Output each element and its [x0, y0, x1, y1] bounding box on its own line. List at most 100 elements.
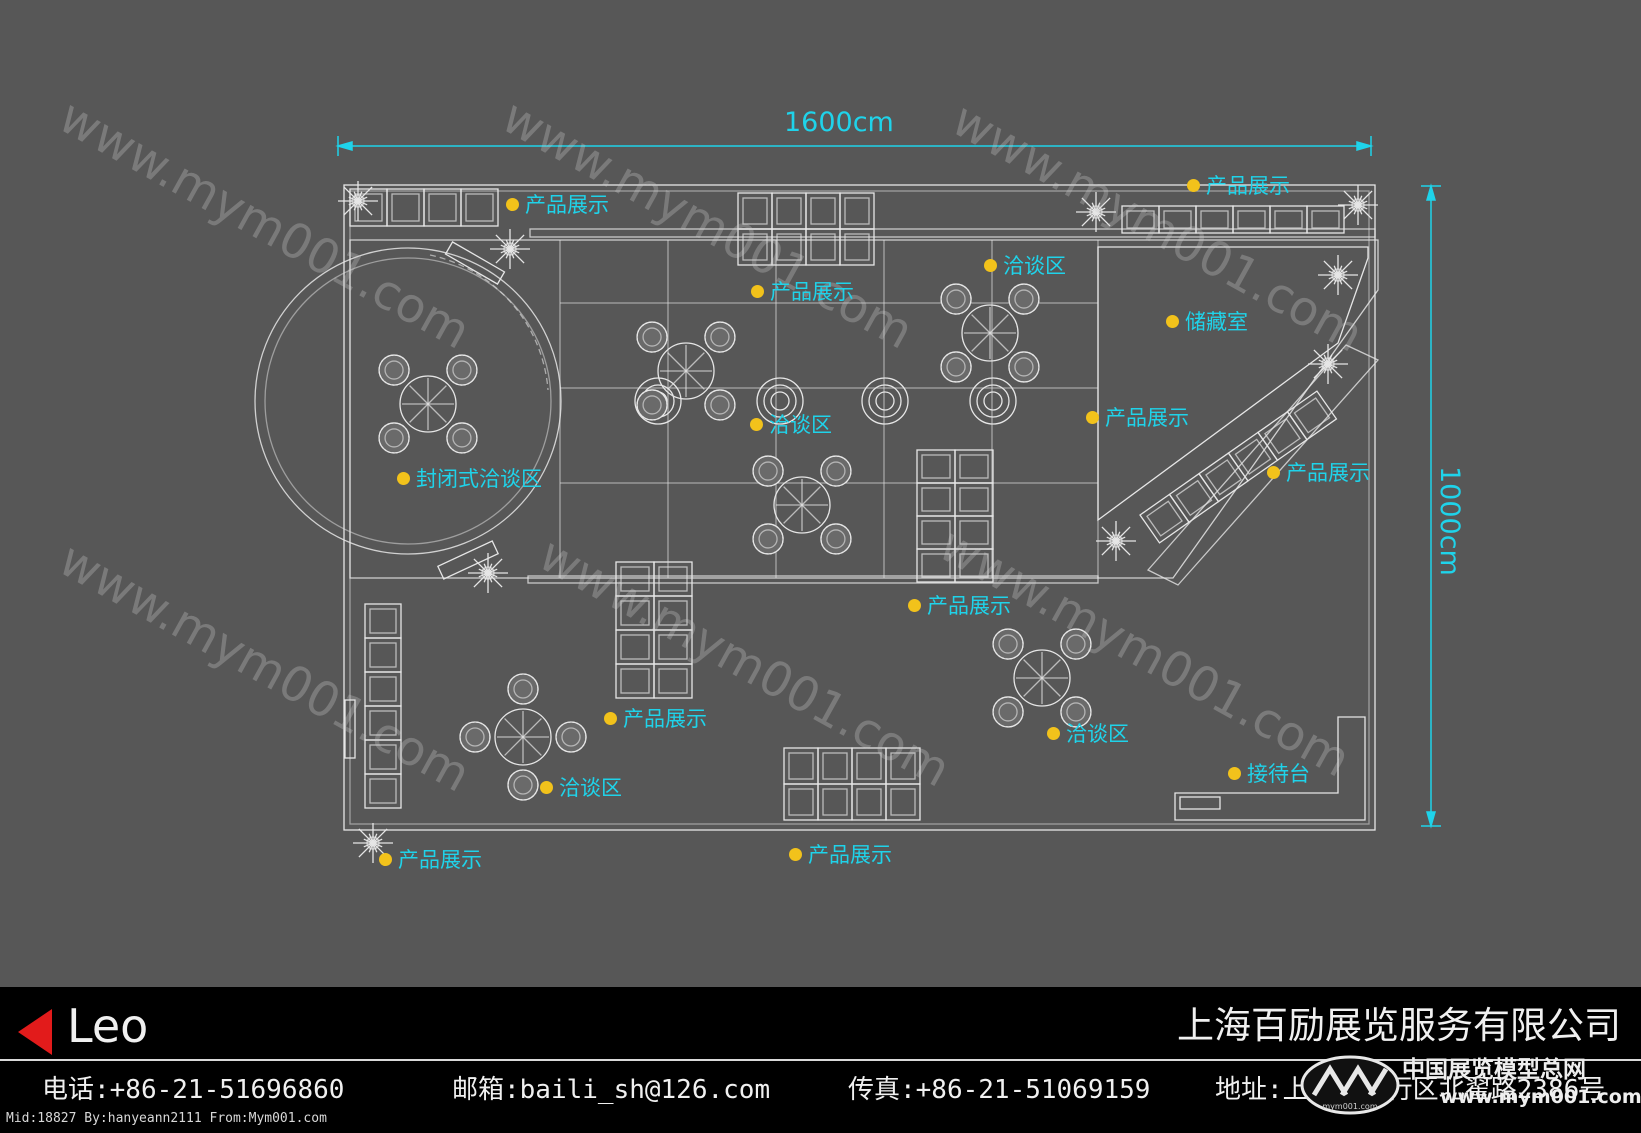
chair: [820, 455, 852, 487]
label-negotiation-top-right: 洽谈区: [984, 256, 1066, 277]
plant-icon: [1076, 192, 1116, 232]
footer-divider: [0, 1059, 1641, 1061]
left-wall-post: [344, 699, 356, 759]
chair: [555, 721, 587, 753]
chair: [752, 455, 784, 487]
reception-desk: [1174, 716, 1366, 821]
chair: [1008, 283, 1040, 315]
chair: [752, 523, 784, 555]
label-dot: [751, 284, 764, 298]
label-storage: 储藏室: [1166, 312, 1248, 333]
chair: [636, 389, 668, 421]
chair: [704, 321, 736, 353]
plant-icon: [338, 181, 378, 221]
brand-url[interactable]: www.mym001.com: [1440, 1086, 1641, 1108]
logo-text: mym001.com: [1322, 1102, 1377, 1111]
table-set-center-upper: [636, 321, 736, 421]
label-dot: [397, 471, 410, 485]
label-display-bottom-center: 产品展示: [789, 845, 892, 866]
chair: [1060, 628, 1092, 660]
chair: [992, 628, 1024, 660]
floor-plan: [254, 136, 1441, 863]
chair: [1060, 696, 1092, 728]
label-dot: [908, 598, 921, 612]
chair: [459, 721, 491, 753]
upper-platform: [349, 239, 1379, 579]
label-dot: [1166, 314, 1179, 328]
label-dot: [750, 417, 763, 431]
display-cabinet-diagonal: [1139, 390, 1338, 544]
chair: [704, 389, 736, 421]
display-cabinet-left-wall: [364, 603, 402, 809]
plant-icon: [1096, 521, 1136, 561]
enclosed-room: [254, 247, 562, 555]
model-meta: Mid:18827 By:hanyeann2111 From:Mym001.co…: [6, 1111, 327, 1126]
chair: [446, 422, 478, 454]
chair: [940, 351, 972, 383]
plant-icon: [1338, 185, 1378, 225]
counter-left-top: [444, 241, 506, 285]
fax: 传真:+86-21-51069159: [848, 1075, 1151, 1105]
label-display-middle: 产品展示: [908, 596, 1011, 617]
chair: [1008, 351, 1040, 383]
middle-rail: [527, 575, 1099, 584]
label-reception: 接待台: [1228, 764, 1310, 785]
label-enclosed-negotiation: 封闭式洽谈区: [397, 469, 542, 490]
reception-counter: [1179, 796, 1221, 810]
chair: [446, 354, 478, 386]
label-dot: [984, 258, 997, 272]
label-negotiation-lower-right: 洽谈区: [1047, 724, 1129, 745]
phone: 电话:+86-21-51696860: [42, 1075, 345, 1105]
footer-bar: Leo 上海百励展览服务有限公司 电话:+86-21-51696860 邮箱:b…: [0, 987, 1641, 1133]
back-arrow-icon[interactable]: [18, 1009, 52, 1055]
label-display-top-center: 产品展示: [751, 282, 854, 303]
label-display-lower-left: 产品展示: [604, 709, 707, 730]
label-dot: [789, 847, 802, 861]
email: 邮箱:baili_sh@126.com: [452, 1075, 771, 1105]
mym001-logo-icon: mym001.com: [1300, 1055, 1400, 1115]
label-display-bottom-left: 产品展示: [379, 850, 482, 871]
table-set-lower-left: [459, 673, 587, 801]
display-cabinet-top-left: [349, 188, 499, 227]
label-dot: [506, 197, 519, 211]
display-cabinet-bottom-center: [783, 747, 921, 821]
table-set-center-lower: [752, 455, 852, 555]
table-set-lower-right: [992, 628, 1092, 728]
label-display-top-left: 产品展示: [506, 195, 609, 216]
height-dimension-line: [1421, 183, 1441, 829]
address: 地址:上海市闵行区北翟路2386号: [1215, 1075, 1606, 1105]
booth-outline: [343, 184, 1376, 831]
display-cabinet-top-center: [737, 192, 875, 266]
width-dimension-line: [335, 136, 1374, 156]
label-display-center-right: 产品展示: [1086, 408, 1189, 429]
plant-icon: [1318, 255, 1358, 295]
table-set-enclosed: [378, 354, 478, 454]
chair: [992, 696, 1024, 728]
label-negotiation-lower-left: 洽谈区: [540, 778, 622, 799]
chair: [378, 422, 410, 454]
label-dot: [540, 780, 553, 794]
label-display-top-right: 产品展示: [1187, 176, 1290, 197]
table-set-upper-right: [940, 283, 1040, 383]
plant-icon: [468, 553, 508, 593]
top-rail: [529, 228, 1376, 238]
display-cabinet-center: [916, 449, 994, 583]
label-dot: [1047, 726, 1060, 740]
label-display-right: 产品展示: [1267, 463, 1370, 484]
chair: [378, 354, 410, 386]
label-dot: [1228, 766, 1241, 780]
label-dot: [604, 711, 617, 725]
plant-icon: [490, 229, 530, 269]
chair: [507, 673, 539, 705]
width-dimension-label: 1600cm: [784, 107, 894, 138]
author-name: Leo: [67, 999, 149, 1053]
floor-grid: [559, 240, 1099, 578]
height-dimension-label: 1000cm: [1434, 466, 1465, 576]
label-dot: [379, 852, 392, 866]
display-cabinet-top-right: [1121, 205, 1345, 234]
label-dot: [1086, 410, 1099, 424]
chair: [636, 321, 668, 353]
company-name: 上海百励展览服务有限公司: [1177, 1004, 1621, 1047]
label-negotiation-center: 洽谈区: [750, 415, 832, 436]
chair: [940, 283, 972, 315]
